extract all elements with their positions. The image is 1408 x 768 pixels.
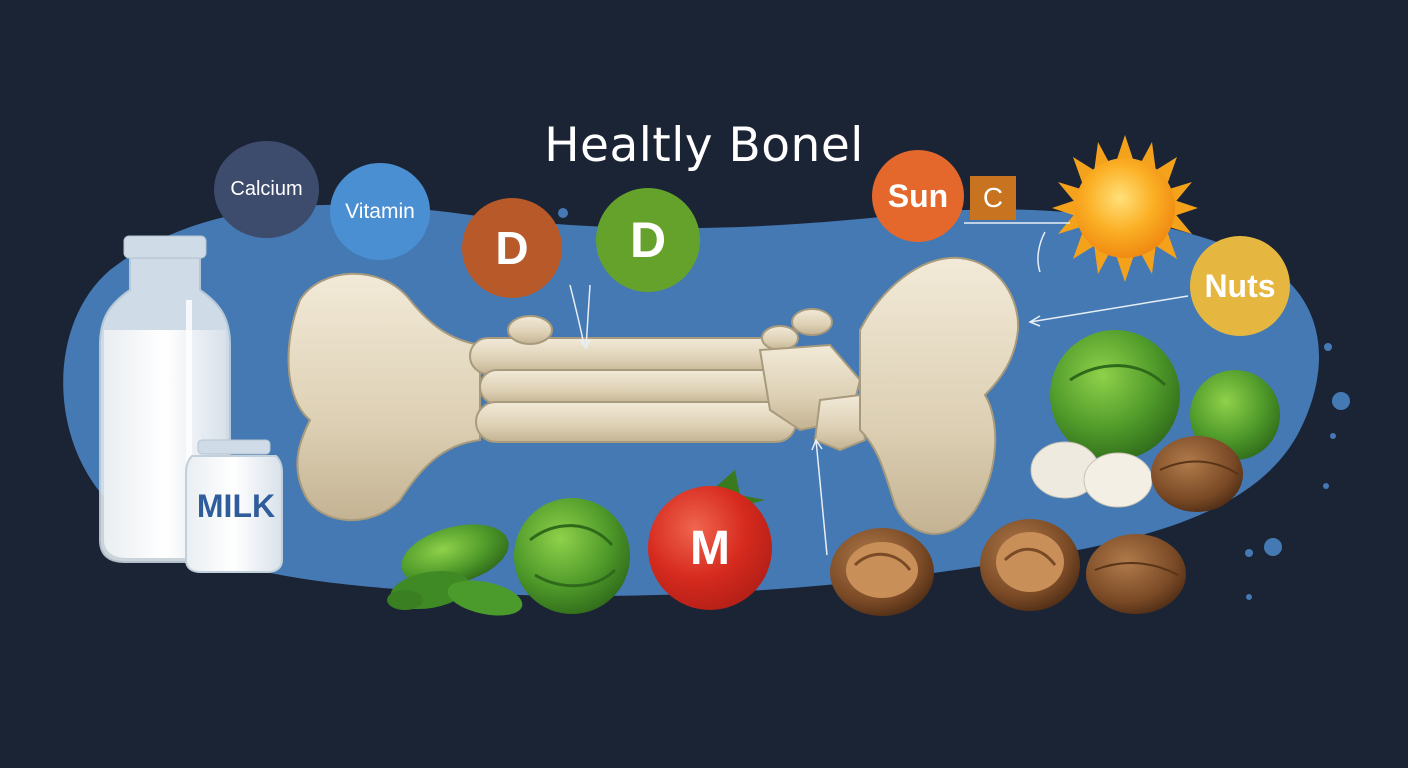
c-label: C xyxy=(982,182,1004,213)
brussels-sprout-icon xyxy=(1050,330,1280,460)
sun-label: Sun xyxy=(887,177,949,214)
d-label-brown: D xyxy=(495,222,529,274)
page-title: Healtly Bonel xyxy=(544,118,864,173)
vitamin-bubble: Vitamin xyxy=(330,163,430,260)
arrow-icon xyxy=(569,222,1189,556)
calcium-label: Calcium xyxy=(230,178,303,200)
tomato-label: M xyxy=(690,521,730,575)
vitamin-c-box: C xyxy=(970,176,1016,220)
decorative-dots xyxy=(558,208,1350,600)
calcium-bubble: Calcium xyxy=(214,141,319,238)
d-label-green: D xyxy=(629,212,667,268)
milk-label: MILK xyxy=(196,487,276,524)
walnut-icon xyxy=(830,519,1186,616)
tomato-bubble: M xyxy=(648,486,772,610)
sun-icon xyxy=(1052,135,1198,282)
vitamin-label: Vitamin xyxy=(345,199,415,223)
vitamin-d-bubble-brown: D xyxy=(462,198,562,298)
nuts-label: Nuts xyxy=(1204,267,1276,304)
bone-icon xyxy=(287,256,1020,535)
walnut-icon xyxy=(1151,436,1243,512)
vitamin-d-bubble-green: D xyxy=(596,188,700,292)
milk-jar-icon xyxy=(185,439,283,573)
nuts-bubble: Nuts xyxy=(1190,236,1290,336)
spinach-icon xyxy=(387,524,523,616)
brussels-sprout-icon xyxy=(514,498,630,614)
garlic-icon xyxy=(1030,441,1153,508)
sun-bubble: Sun xyxy=(872,150,964,242)
